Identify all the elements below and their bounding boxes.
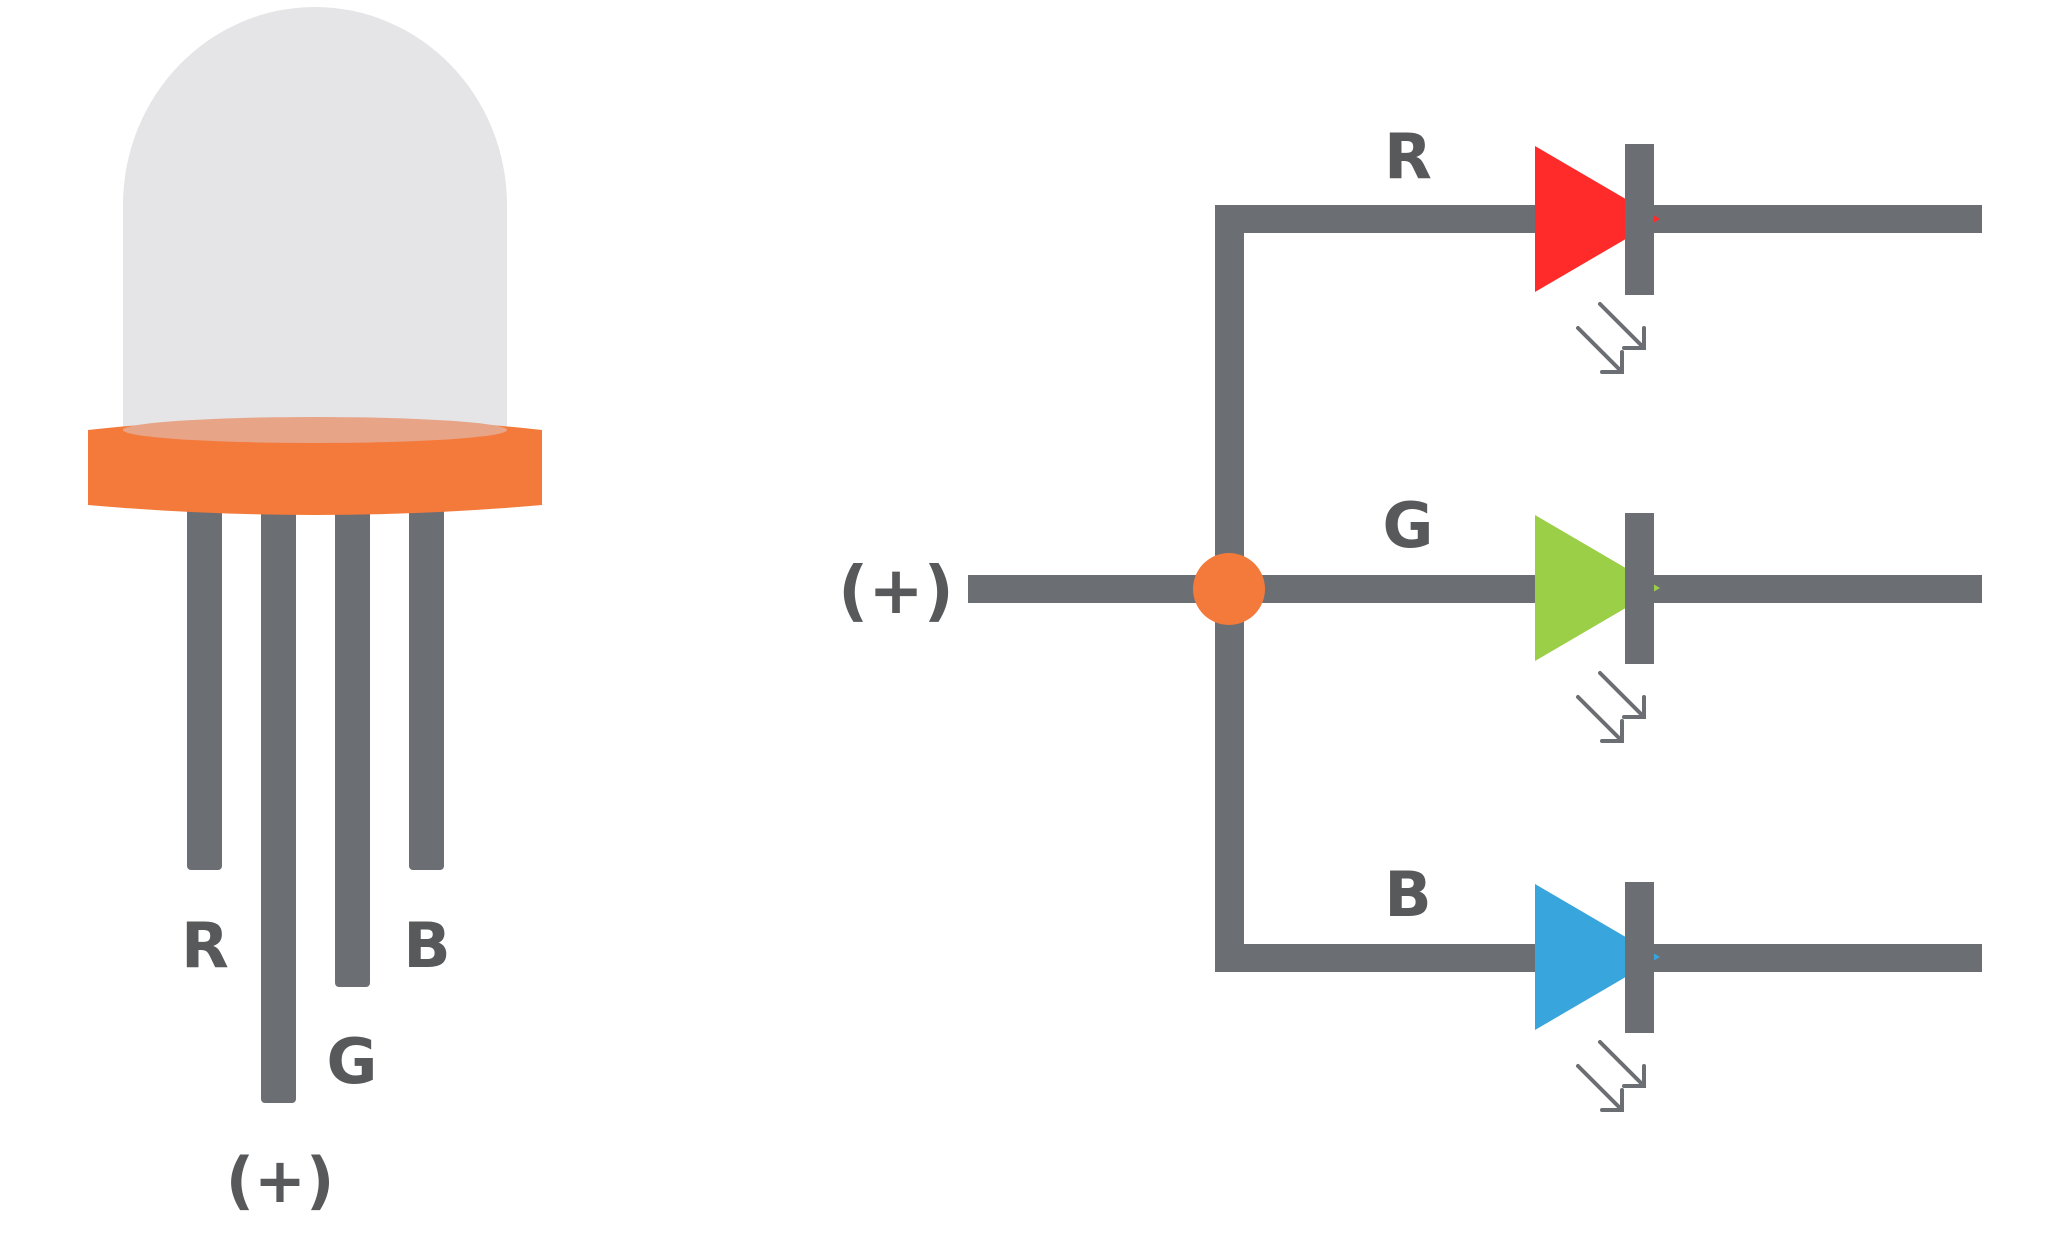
diode-r: R	[1384, 120, 1660, 374]
led-base-top	[123, 417, 507, 443]
wire-g-left	[1230, 575, 1542, 603]
diode-g: G	[1383, 489, 1660, 743]
emission-arrows-icon	[1576, 1040, 1646, 1112]
diode-r-label: R	[1384, 120, 1432, 193]
wire-b-right	[1645, 944, 1982, 972]
led-leg-g	[335, 505, 370, 987]
wire-input	[968, 575, 1230, 603]
wire-r-left	[1215, 205, 1542, 233]
diode-r-triangle	[1535, 146, 1660, 292]
led-component: R B G (+)	[88, 7, 542, 1217]
wire-r-right	[1645, 205, 1982, 233]
led-leg-common	[261, 505, 296, 1103]
led-dome	[123, 7, 507, 430]
emission-arrows-icon	[1576, 671, 1646, 743]
led-label-r: R	[181, 909, 229, 982]
wire-g-right	[1645, 575, 1982, 603]
junction-dot	[1193, 553, 1265, 625]
led-label-b: B	[403, 909, 450, 982]
diode-g-label: G	[1383, 489, 1434, 562]
diode-r-bar	[1625, 144, 1654, 295]
led-base	[88, 417, 542, 515]
diode-b-bar	[1625, 882, 1654, 1033]
emission-arrows-icon	[1576, 302, 1646, 374]
diode-g-triangle	[1535, 515, 1660, 661]
schematic: (+) R G	[838, 120, 1982, 1112]
schematic-input-label: (+)	[838, 552, 954, 629]
led-label-common: (+)	[226, 1144, 335, 1217]
led-leg-b	[409, 505, 444, 870]
diode-b-triangle	[1535, 884, 1660, 1030]
diode-g-bar	[1625, 513, 1654, 664]
led-label-g: G	[327, 1025, 378, 1098]
diode-b: B	[1384, 858, 1660, 1112]
led-leg-r	[187, 505, 222, 870]
diode-b-label: B	[1384, 858, 1431, 931]
wire-b-left	[1215, 944, 1542, 972]
